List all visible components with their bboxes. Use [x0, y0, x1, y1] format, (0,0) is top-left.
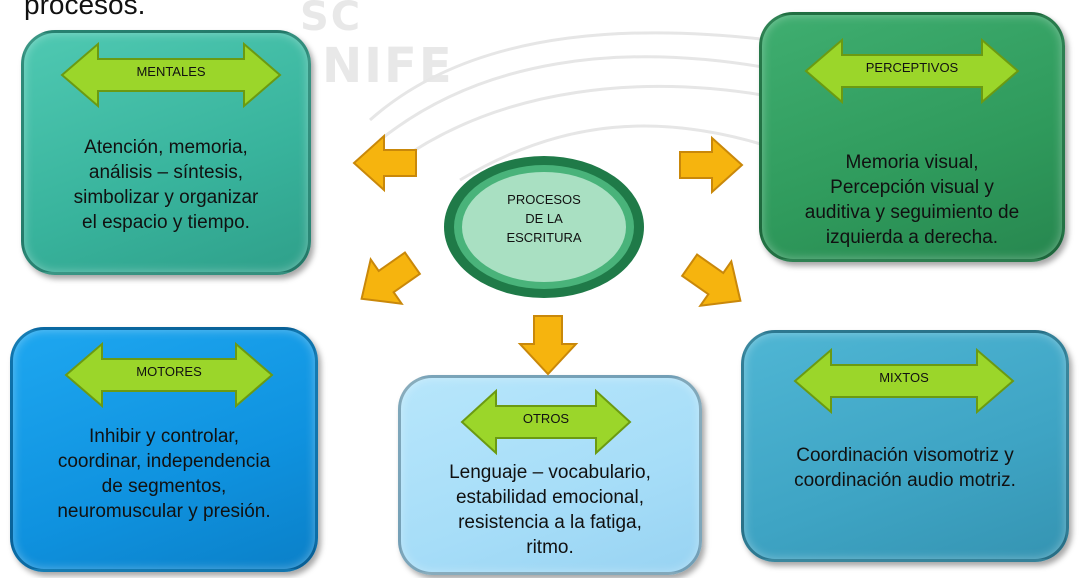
label-motores: MOTORES [136, 364, 202, 379]
central-node-line-3: ESCRITURA [506, 230, 582, 245]
arrow-to-otros [517, 315, 579, 376]
double-arrow-mentales: MENTALES [60, 40, 282, 110]
box-perceptivos-line-2: Percepción visual y [830, 177, 994, 198]
box-otros-line-4: ritmo. [526, 537, 574, 558]
box-motores-line-1: Inhibir y controlar, [89, 426, 239, 447]
box-mixtos: Coordinación visomotriz y coordinación a… [741, 330, 1069, 562]
box-motores-line-3: de segmentos, [101, 476, 227, 497]
watermark-text-top: SC [300, 0, 363, 40]
box-motores: Inhibir y controlar, coordinar, independ… [10, 327, 318, 572]
label-mixtos: MIXTOS [879, 370, 929, 385]
box-otros-line-2: estabilidad emocional, [455, 487, 644, 508]
box-perceptivos-line-3: auditiva y seguimiento de [804, 202, 1020, 223]
watermark-text-bottom: NIFE [322, 38, 454, 94]
arrow-to-perceptivos [679, 135, 744, 195]
box-mentales-line-3: simbolizar y organizar [73, 187, 259, 208]
box-mentales-line-2: análisis – síntesis, [88, 162, 244, 183]
box-mentales-line-1: Atención, memoria, [84, 137, 248, 158]
double-arrow-mixtos: MIXTOS [793, 346, 1015, 416]
arrow-to-motores [360, 251, 422, 305]
box-motores-line-4: neuromuscular y presión. [57, 501, 271, 522]
double-arrow-perceptivos: PERCEPTIVOS [804, 36, 1020, 106]
box-motores-line-2: coordinar, independencia [57, 451, 271, 472]
arrow-to-mentales [352, 133, 417, 193]
label-otros: OTROS [522, 411, 570, 426]
double-arrow-motores: MOTORES [64, 340, 274, 410]
box-otros-line-1: Lenguaje – vocabulario, [449, 462, 651, 483]
box-perceptivos-line-4: izquierda a derecha. [825, 227, 999, 248]
box-mixtos-line-2: coordinación audio motriz. [794, 470, 1016, 491]
central-node: PROCESOS DE LA ESCRITURA [440, 152, 648, 302]
page-header: procesos. [24, 0, 146, 20]
arrow-to-mixtos [680, 253, 742, 307]
box-perceptivos: Memoria visual, Percepción visual y audi… [759, 12, 1065, 262]
box-otros-line-3: resistencia a la fatiga, [458, 512, 642, 533]
label-perceptivos: PERCEPTIVOS [865, 60, 959, 75]
box-mixtos-line-1: Coordinación visomotriz y [796, 445, 1014, 466]
label-mentales: MENTALES [136, 64, 206, 79]
watermark-swoosh [369, 31, 791, 182]
box-perceptivos-line-1: Memoria visual, [845, 152, 979, 173]
box-mentales-line-4: el espacio y tiempo. [82, 212, 250, 233]
double-arrow-otros: OTROS [460, 387, 632, 457]
central-node-line-2: DE LA [525, 211, 563, 226]
central-node-line-1: PROCESOS [507, 192, 581, 207]
